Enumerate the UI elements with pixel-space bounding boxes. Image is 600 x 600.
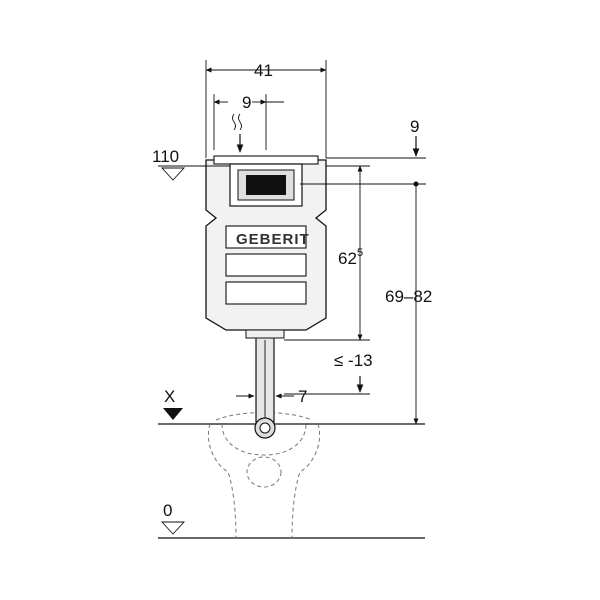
floor-zero-marker: [160, 521, 186, 535]
top-offset-label: 9: [410, 117, 419, 136]
ref-dot: [413, 181, 419, 187]
height-range-label: 69–82: [385, 287, 432, 306]
height-main-superscript: 5: [357, 247, 363, 259]
cistern-body: [205, 155, 327, 339]
brand-logo: GEBERIT: [236, 231, 310, 248]
dimension-41: [205, 60, 327, 158]
pipe-110-marker: [158, 165, 230, 181]
flush-offset-label: 9: [242, 93, 251, 112]
dimension-drop: [284, 376, 370, 395]
drop-label: ≤ -13: [334, 351, 373, 370]
dimension-9-vertical: [326, 136, 426, 159]
height-main-label: 62: [338, 249, 357, 268]
floor-zero-label: 0: [163, 501, 172, 520]
pipe-110-label: 110: [152, 147, 179, 166]
water-supply-icon: [232, 113, 244, 153]
x-label: X: [164, 387, 175, 406]
x-marker: [163, 408, 183, 420]
flush-pipe: [254, 335, 276, 439]
width-label: 41: [254, 61, 273, 80]
pipe-offset-label: 7: [298, 387, 307, 406]
dimension-62-5: [284, 165, 370, 341]
toilet-bowl-outline: [207, 412, 321, 539]
dimension-9-horizontal: [213, 94, 284, 150]
